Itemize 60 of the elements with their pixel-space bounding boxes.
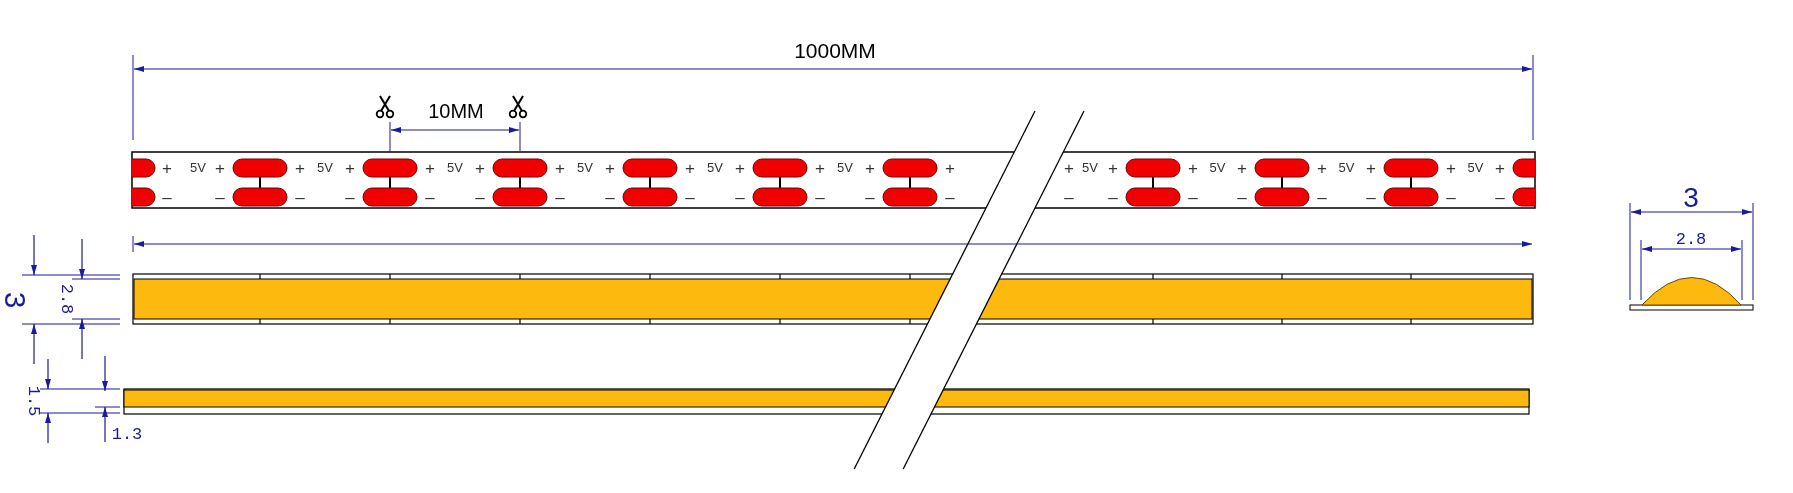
polarity-sign: – [815,188,825,206]
polarity-sign: – [1495,188,1505,206]
dimension-label: 10MM [428,101,484,121]
dimension-label: 2.8 [57,283,75,315]
polarity-sign: + [865,159,875,177]
dimension-label: 3 [1683,184,1699,212]
polarity-sign: + [425,159,435,177]
voltage-label: 5V [447,160,463,174]
polarity-sign: – [475,188,485,206]
polarity-sign: + [735,159,745,177]
polarity-sign: + [1188,159,1198,177]
polarity-sign: – [865,188,875,206]
polarity-sign: – [162,188,172,206]
polarity-sign: – [1446,188,1456,206]
polarity-sign: – [215,188,225,206]
polarity-sign: – [345,188,355,206]
polarity-sign: + [1446,159,1456,177]
dimension-label: 1.3 [111,425,143,443]
polarity-sign: – [1317,188,1327,206]
dimension-label: 2.8 [1675,230,1707,248]
polarity-sign: + [605,159,615,177]
polarity-sign: + [1366,159,1376,177]
polarity-sign: – [735,188,745,206]
voltage-label: 5V [1209,160,1226,174]
polarity-sign: + [475,159,485,177]
voltage-label: 5V [1082,160,1098,174]
voltage-label: 5V [1338,160,1355,174]
voltage-label: 5V [707,160,723,174]
polarity-sign: + [815,159,825,177]
voltage-label: 5V [317,160,333,174]
polarity-sign: – [555,188,565,206]
polarity-sign: – [1064,188,1074,206]
polarity-sign: + [1108,159,1118,177]
polarity-sign: – [945,188,955,206]
polarity-sign: – [1366,188,1376,206]
voltage-label: 5V [837,160,853,174]
polarity-sign: + [215,159,225,177]
dimension-label: 1.5 [24,385,42,417]
voltage-label: 5V [190,160,206,174]
polarity-sign: + [1317,159,1327,177]
polarity-sign: + [1495,159,1505,177]
polarity-sign: + [555,159,565,177]
polarity-sign: + [162,159,172,177]
polarity-sign: – [1188,188,1198,206]
voltage-label: 5V [1467,160,1484,174]
polarity-sign: – [685,188,695,206]
polarity-sign: – [295,188,305,206]
polarity-sign: + [1237,159,1247,177]
polarity-sign: + [1064,159,1074,177]
dimension-label: 3 [0,291,30,309]
polarity-sign: – [1108,188,1118,206]
polarity-sign: + [345,159,355,177]
polarity-sign: – [425,188,435,206]
polarity-sign: + [295,159,305,177]
polarity-sign: – [605,188,615,206]
polarity-sign: + [945,159,955,177]
polarity-sign: + [685,159,695,177]
polarity-sign: – [1237,188,1247,206]
voltage-label: 5V [577,160,593,174]
dimension-label: 1000MM [794,39,876,61]
